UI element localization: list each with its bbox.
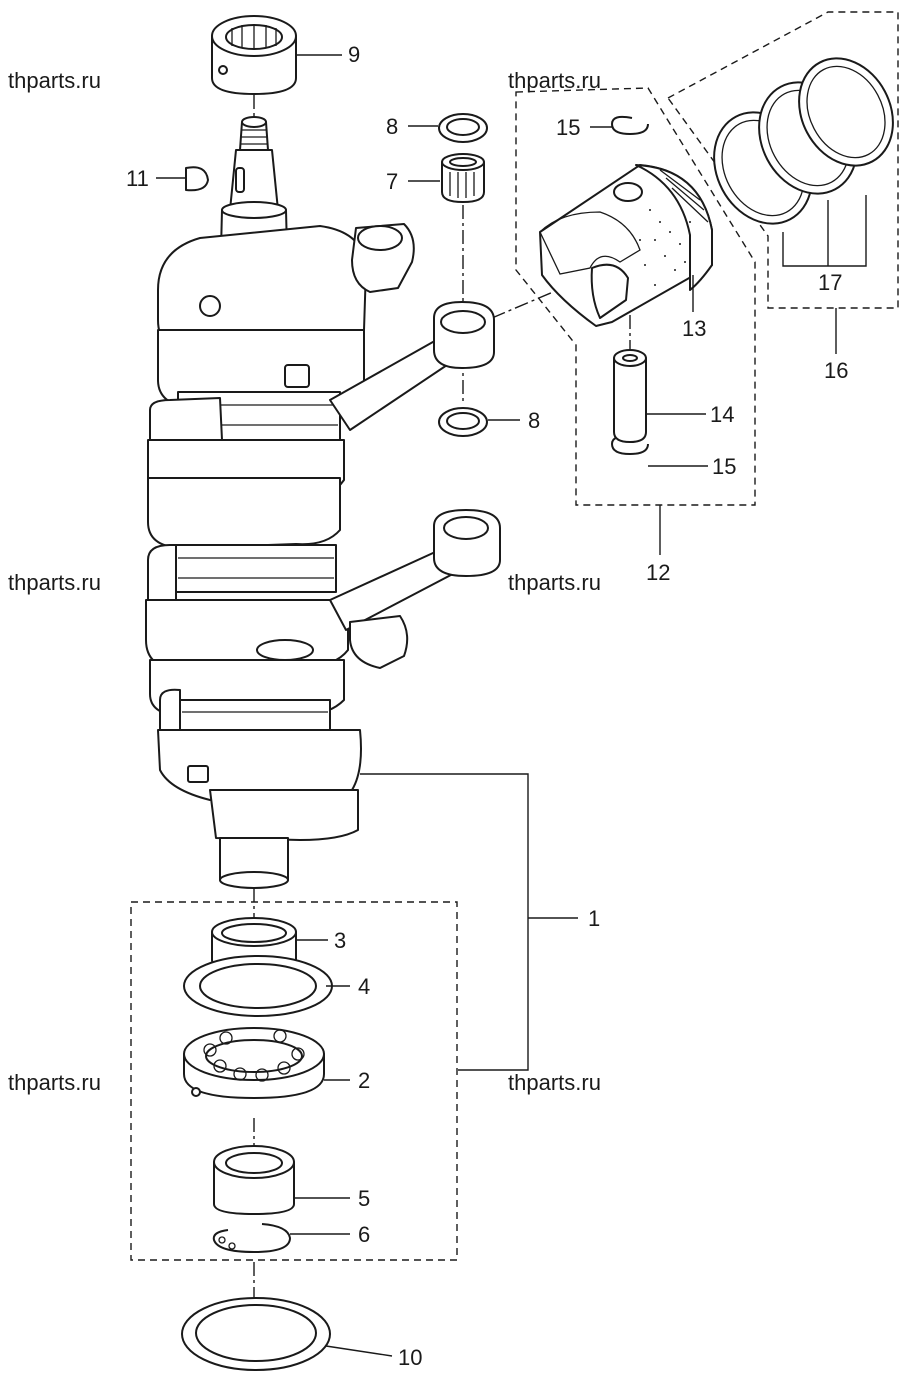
crankshaft-body: [145, 225, 367, 889]
watermark-4: thparts.ru: [508, 570, 601, 595]
piston-ring-3: [798, 57, 894, 167]
callout-17: 17: [818, 270, 842, 295]
piston-pin: [613, 349, 647, 443]
flat-washer: [183, 955, 333, 1017]
callout-7: 7: [386, 169, 398, 194]
callout-3: 3: [334, 928, 346, 953]
leader-17: [782, 195, 867, 267]
callout-15-upper: 15: [556, 115, 580, 140]
watermark-6: thparts.ru: [508, 1070, 601, 1095]
bearing-sleeve: [213, 1145, 295, 1215]
watermark-2: thparts.ru: [508, 68, 601, 93]
ball-bearing: [183, 1027, 325, 1099]
callout-2: 2: [358, 1068, 370, 1093]
callout-6: 6: [358, 1222, 370, 1247]
callout-10: 10: [398, 1345, 422, 1370]
callout-8-upper: 8: [386, 114, 398, 139]
callout-15-lower: 15: [712, 454, 736, 479]
callout-8-lower: 8: [528, 408, 540, 433]
piston: [539, 164, 713, 327]
callout-1: 1: [588, 906, 600, 931]
watermark-1: thparts.ru: [8, 68, 101, 93]
callout-16: 16: [824, 358, 848, 383]
small-end-needle-bearing: [441, 153, 485, 203]
snap-ring-eye-2: [228, 1242, 236, 1250]
connecting-rod-upper: [329, 223, 495, 431]
snap-ring: [212, 1223, 291, 1253]
leader-1: [360, 773, 578, 1071]
thrust-washer-lower: [438, 407, 488, 437]
bearing-group-box: [130, 901, 458, 1261]
woodruff-key: [185, 166, 209, 192]
callout-12: 12: [646, 560, 670, 585]
piston-group-box: [515, 87, 756, 506]
watermark-3: thparts.ru: [8, 570, 101, 595]
axis-pistonpin: [491, 271, 601, 319]
callout-11: 11: [126, 166, 149, 191]
thrust-washer-upper: [438, 113, 488, 143]
connecting-rod-lower: [329, 509, 501, 669]
callout-4: 4: [358, 974, 370, 999]
callout-13: 13: [682, 316, 706, 341]
snap-ring-eye-1: [218, 1236, 226, 1244]
callout-5: 5: [358, 1186, 370, 1211]
circlip-upper: [611, 115, 649, 135]
watermark-5: thparts.ru: [8, 1070, 101, 1095]
thrust-plate: [181, 1297, 331, 1371]
callout-9: 9: [348, 42, 360, 67]
upper-needle-bearing: [211, 15, 297, 95]
ring-group-box: [666, 11, 899, 309]
callout-14: 14: [710, 402, 734, 427]
leader-10: [325, 1345, 393, 1357]
